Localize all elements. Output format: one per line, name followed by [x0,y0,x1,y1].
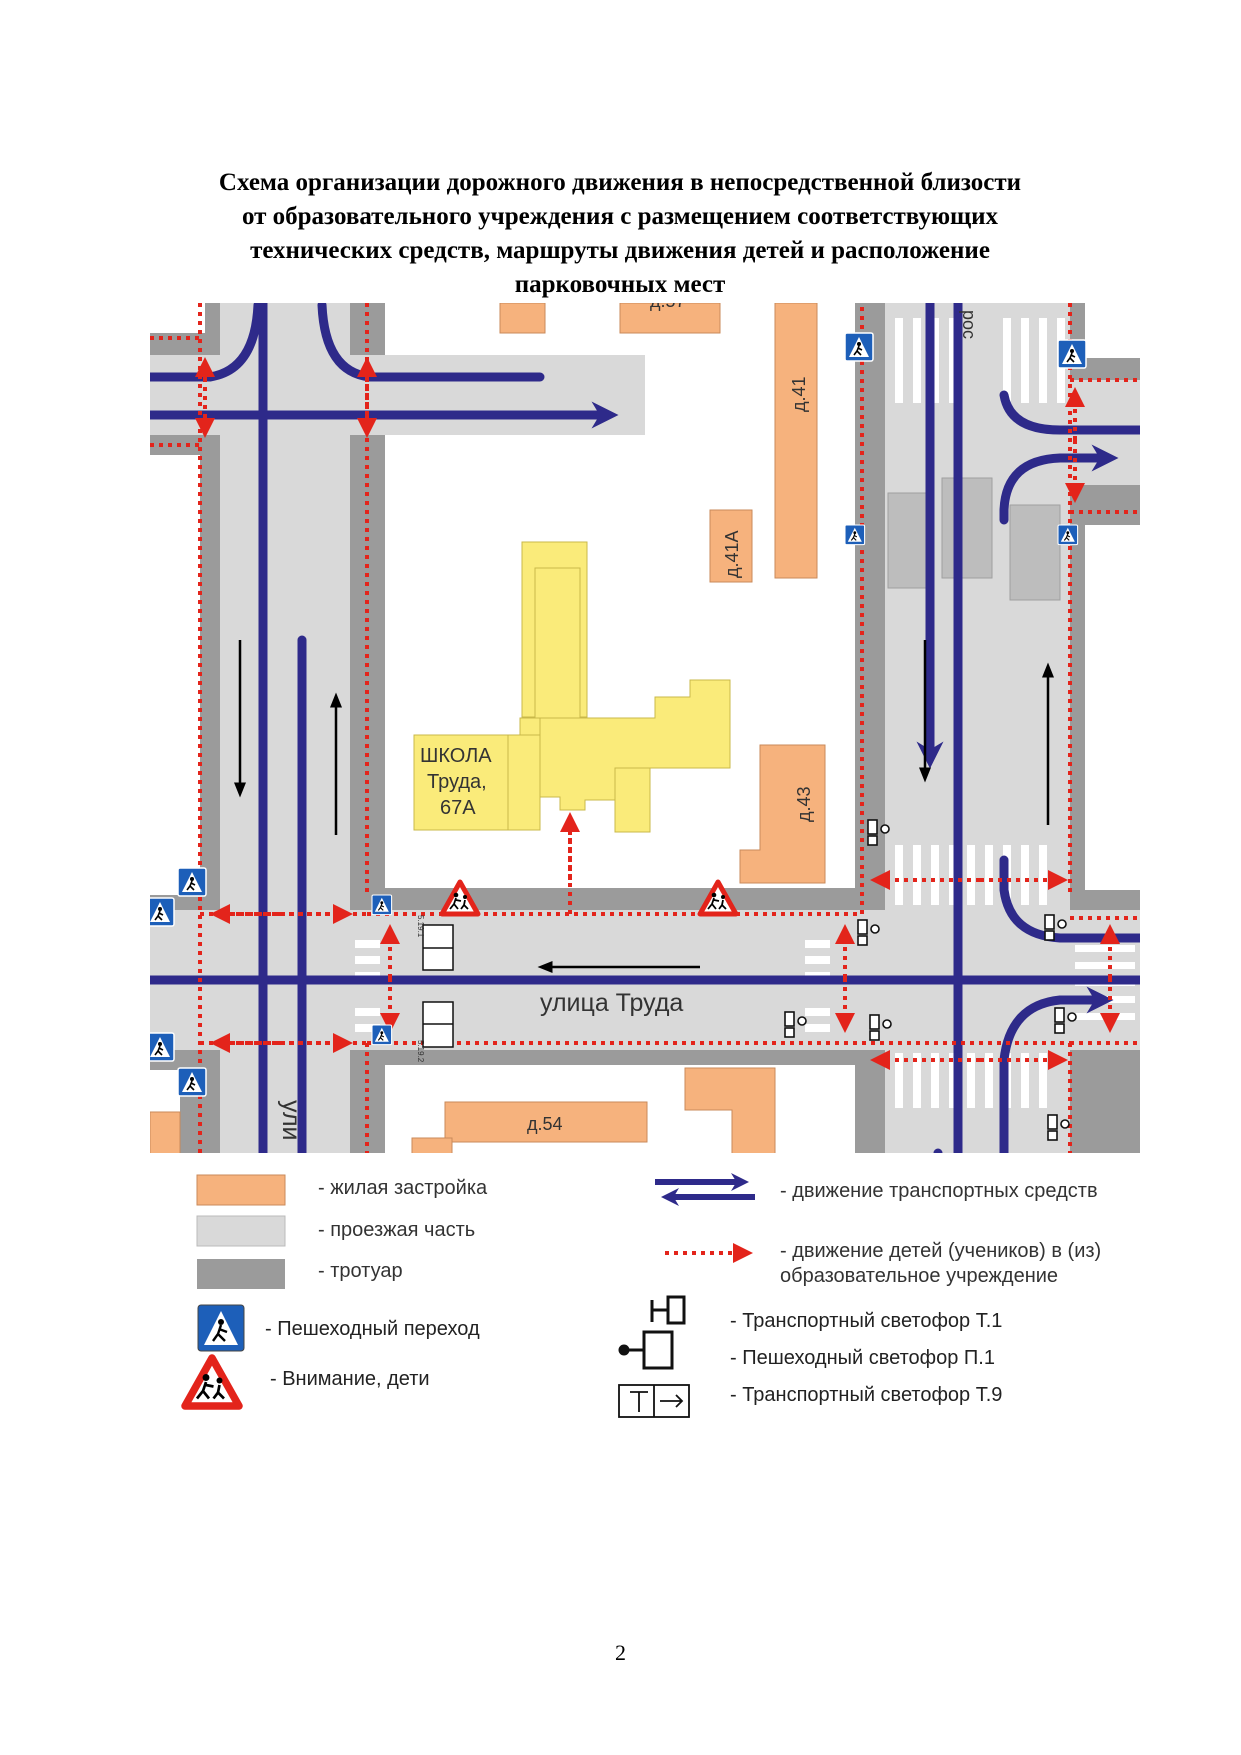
school-label: Труда, [427,771,487,793]
children-crossings [195,357,1120,1070]
legend-t9-label: - Транспортный светофор Т.9 [730,1384,1003,1406]
legend-children-sign-icon [185,1358,239,1406]
legend-children-route-label: образовательное учреждение [780,1265,1059,1287]
legend-t1-label: - Транспортный светофор Т.1 [730,1310,1003,1332]
legend-swatch-residential [196,1174,286,1206]
school-label: 67А [440,797,476,819]
legend-sidewalk-label: - тротуар [318,1260,403,1282]
street-label-trud: улица Труда [540,989,683,1017]
sign-code: 5.19.2 [416,1040,425,1063]
street-label-right: рос [959,310,979,339]
house-43 [739,744,826,884]
house-41a [709,509,753,583]
house-label: д.41 [789,376,809,412]
legend-roadway-label: - проезжая часть [318,1219,476,1241]
house-label: д.57 [650,291,686,311]
traffic-light-icon [422,819,1077,1141]
school-building [413,541,731,833]
legend-p1-label: - Пешеходный светофор П.1 [730,1347,995,1369]
title-line: парковочных мест [514,271,726,298]
direction-arrows [234,640,1054,973]
street-label-left: ули [277,1100,305,1141]
vehicle-routes [150,303,1140,1153]
legend-vehicle-route-icon [655,1173,755,1206]
title-line: от образовательного учреждения с размеще… [241,203,999,230]
residential-buildings [150,303,826,1153]
sign-code: 5.19.1 [416,915,425,938]
legend-crossing-label: - Пешеходный переход [265,1318,480,1340]
legend-attention-label: - Внимание, дети [270,1368,430,1390]
legend [185,1173,755,1418]
house-label: д.41А [722,530,742,578]
house-label: д.54 [527,1114,563,1134]
legend-children-route-label: - движение детей (учеников) в (из) [780,1240,1102,1262]
legend-swatch-sidewalk [197,1259,285,1289]
legend-vehicle-label: - движение транспортных средств [780,1180,1098,1202]
document-title: Схема организации дорожного движения в н… [140,166,1100,302]
house-label: д.43 [794,786,814,822]
legend-traffic-light-icon [618,1295,690,1418]
school-label: ШКОЛА [420,745,492,767]
legend-crossing-sign-icon [197,1304,245,1352]
page-number: 2 [615,1640,626,1665]
legend-residential-label: - жилая застройка [318,1177,488,1199]
title-line: технических средств, маршруты движения д… [250,237,990,264]
house-41 [774,303,818,579]
legend-swatch-roadway [196,1215,286,1247]
title-line: Схема организации дорожного движения в н… [218,169,1022,196]
house-54 [444,1101,648,1143]
